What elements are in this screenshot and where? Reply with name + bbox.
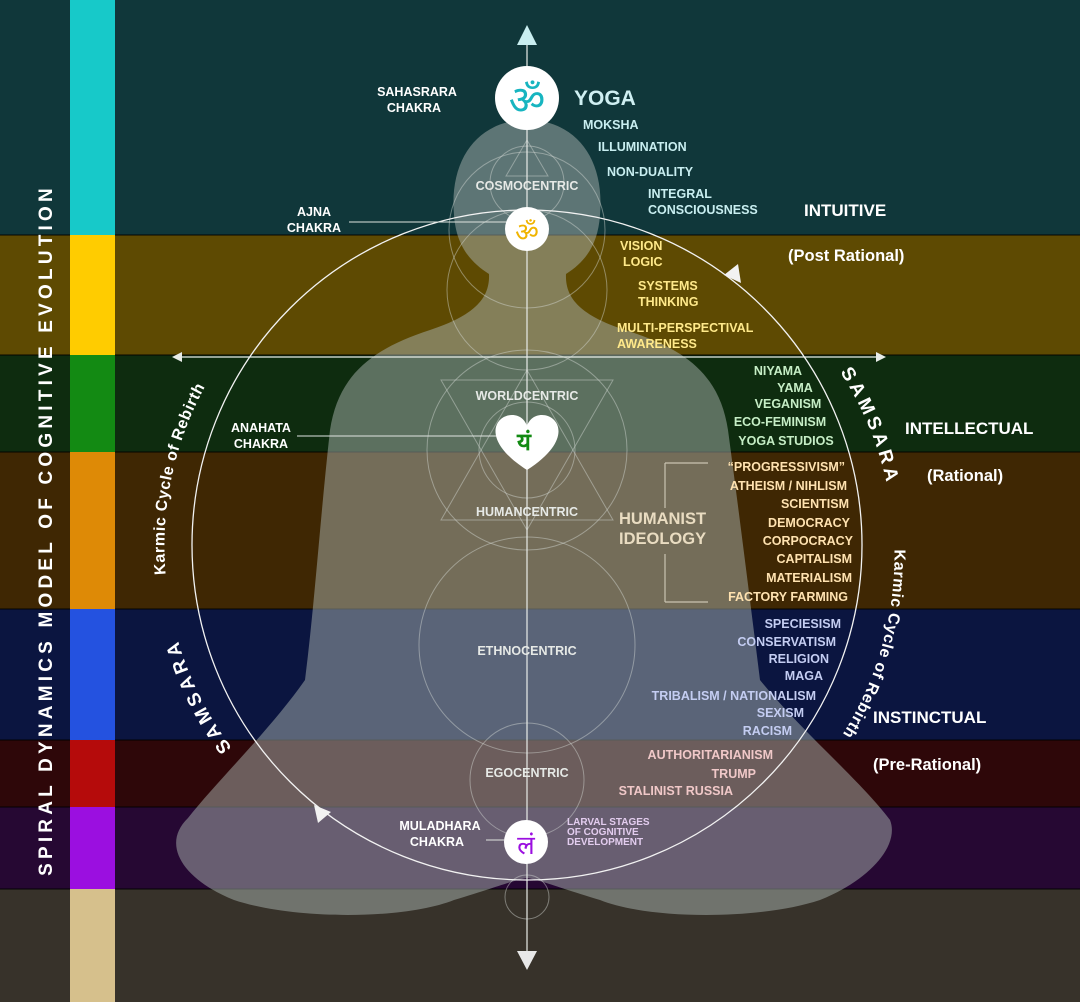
item-eco-feminism: ECO-FEMINISM xyxy=(734,415,826,429)
stage-post-rational: (Post Rational) xyxy=(788,247,904,265)
item-moksha: MOKSHA xyxy=(583,118,639,132)
muladhara-chakra: लं xyxy=(504,820,548,864)
color-key-strip xyxy=(70,0,115,1002)
ajna-chakra: ॐ xyxy=(505,207,549,251)
item-awareness: AWARENESS xyxy=(617,337,697,351)
item-factory-farming: FACTORY FARMING xyxy=(728,590,848,604)
item-religion: RELIGION xyxy=(769,652,829,666)
humanist-bracket xyxy=(664,462,708,603)
item-consciousness: CONSCIOUSNESS xyxy=(648,203,758,217)
anahata-label-line2: CHAKRA xyxy=(234,437,288,451)
item-yoga-studios: YOGA STUDIOS xyxy=(738,434,833,448)
worldcentric-label: WORLDCENTRIC xyxy=(476,389,579,403)
stage-pre-rational: (Pre-Rational) xyxy=(873,756,981,774)
item-illumination: ILLUMINATION xyxy=(598,140,687,154)
item-trump: TRUMP xyxy=(712,767,756,781)
item-vision: VISION xyxy=(620,239,662,253)
item-multi-perspectival: MULTI-PERSPECTIVAL xyxy=(617,321,754,335)
ajna-symbol-icon: ॐ xyxy=(515,218,539,248)
humancentric-label: HUMANCENTRIC xyxy=(476,505,578,519)
item-yama: YAMA xyxy=(777,381,813,395)
item-scientism: SCIENTISM xyxy=(781,497,849,511)
item-integral: INTEGRAL xyxy=(648,187,712,201)
item-atheism-nihlism: ATHEISM / NIHLISM xyxy=(730,479,847,493)
cycle-arrow-top-icon xyxy=(724,264,741,283)
ajna-label-line1: AJNA xyxy=(297,205,331,219)
egocentric-label: EGOCENTRIC xyxy=(485,766,568,780)
item-logic: LOGIC xyxy=(623,255,663,269)
item-stalinist-russia: STALINIST RUSSIA xyxy=(619,784,733,798)
ajna-label-line2: CHAKRA xyxy=(287,221,341,235)
vertical-title: SPIRAL DYNAMICS MODEL OF COGNITIVE EVOLU… xyxy=(36,184,57,876)
yoga-title: YOGA xyxy=(574,87,636,110)
humanist-label-line2: IDEOLOGY xyxy=(619,530,706,548)
item-racism: RACISM xyxy=(743,724,792,738)
item-speciesism: SPECIESISM xyxy=(765,617,841,631)
item-non-duality: NON-DUALITY xyxy=(607,165,694,179)
humanist-label-line1: HUMANIST xyxy=(619,510,706,528)
item-capitalism: CAPITALISM xyxy=(777,552,852,566)
muladhara-label-line2: CHAKRA xyxy=(410,835,464,849)
item-maga: MAGA xyxy=(785,669,823,683)
item-systems: SYSTEMS xyxy=(638,279,698,293)
item-authoritarianism: AUTHORITARIANISM xyxy=(648,748,773,762)
sahasrara-chakra: ॐ xyxy=(495,66,559,130)
vertical-axis xyxy=(517,25,537,970)
item-democracy: DEMOCRACY xyxy=(768,516,851,530)
horizontal-axis xyxy=(172,352,886,362)
item-sexism: SEXISM xyxy=(757,706,804,720)
item-thinking: THINKING xyxy=(638,295,698,309)
anahata-chakra: यं xyxy=(495,415,559,470)
om-icon: ॐ xyxy=(509,78,545,124)
stage-intellectual: INTELLECTUAL xyxy=(905,419,1033,438)
item-veganism: VEGANISM xyxy=(755,397,822,411)
item-corpocracy: CORPOCRACY xyxy=(763,534,854,548)
item-conservatism: CONSERVATISM xyxy=(737,635,836,649)
band-beige xyxy=(0,889,1080,1002)
anahata-label-line1: ANAHATA xyxy=(231,421,291,435)
stage-instinctual: INSTINCTUAL xyxy=(873,708,986,727)
yam-icon: यं xyxy=(516,428,532,456)
sahasrara-label-line2: CHAKRA xyxy=(387,101,441,115)
item-tribalism-nationalism: TRIBALISM / NATIONALISM xyxy=(652,689,816,703)
meditating-figure xyxy=(176,120,892,915)
arrow-up-icon xyxy=(517,25,537,45)
item-progressivism: “PROGRESSIVISM” xyxy=(728,460,845,474)
stage-intuitive: INTUITIVE xyxy=(804,201,886,220)
stage-rational: (Rational) xyxy=(927,467,1003,485)
cycle-arrow-bottom-icon xyxy=(314,805,331,823)
item-materialism: MATERIALISM xyxy=(766,571,852,585)
ethnocentric-label: ETHNOCENTRIC xyxy=(477,644,576,658)
item-niyama: NIYAMA xyxy=(754,364,802,378)
cosmocentric-label: COSMOCENTRIC xyxy=(476,179,579,193)
heart-icon xyxy=(495,415,559,470)
arrow-down-icon xyxy=(517,951,537,970)
muladhara-label-line1: MULADHARA xyxy=(399,819,480,833)
larval-line2: OF COGNITIVE xyxy=(567,827,639,838)
larval-line1: LARVAL STAGES xyxy=(567,817,650,828)
sahasrara-label-line1: SAHASRARA xyxy=(377,85,457,99)
larval-line3: DEVELOPMENT xyxy=(567,837,643,848)
lam-icon: लं xyxy=(517,831,535,861)
